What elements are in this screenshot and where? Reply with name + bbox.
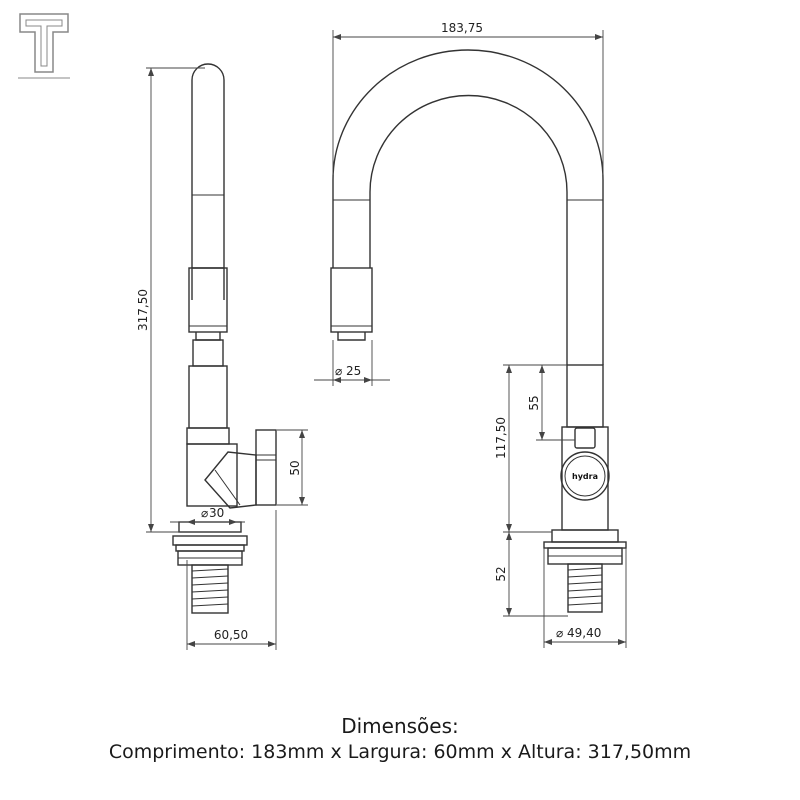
dim-total-height: 317,50	[136, 289, 150, 331]
dim-depth: 60,50	[214, 628, 248, 642]
dim-base-diameter-front: 49,40	[567, 626, 601, 640]
dim-lower-height: 117,50	[494, 417, 508, 459]
dim-body-height: 50	[288, 460, 302, 475]
side-view-faucet	[172, 63, 277, 614]
side-view-dimension-lines	[146, 67, 308, 650]
front-view-faucet	[330, 49, 627, 613]
front-view-dimension-lines	[314, 30, 627, 648]
front-view-dimension-labels: 183,75 ⌀ 25 117,50 55 52 ⌀ 49,40	[335, 21, 601, 640]
dim-spout-diameter: 25	[346, 364, 361, 378]
dim-thread-height: 52	[494, 566, 508, 581]
brand-logo-icon	[18, 13, 70, 79]
caption-title: Dimensões:	[341, 714, 459, 738]
brand-label: hydra	[572, 472, 598, 481]
caption-dimensions: Comprimento: 183mm x Largura: 60mm x Alt…	[108, 741, 692, 763]
dim-diameter-symbol-side: ⌀	[201, 506, 208, 520]
dim-diameter-symbol-base: ⌀	[556, 626, 563, 640]
dim-diameter-symbol-spout: ⌀	[335, 364, 342, 378]
side-view-dimension-labels: 317,50 50 ⌀ 30 60,50	[136, 289, 302, 642]
dim-base-diameter-side: 30	[209, 506, 224, 520]
dim-handle-height: 55	[527, 395, 541, 410]
dim-total-width: 183,75	[441, 21, 483, 35]
